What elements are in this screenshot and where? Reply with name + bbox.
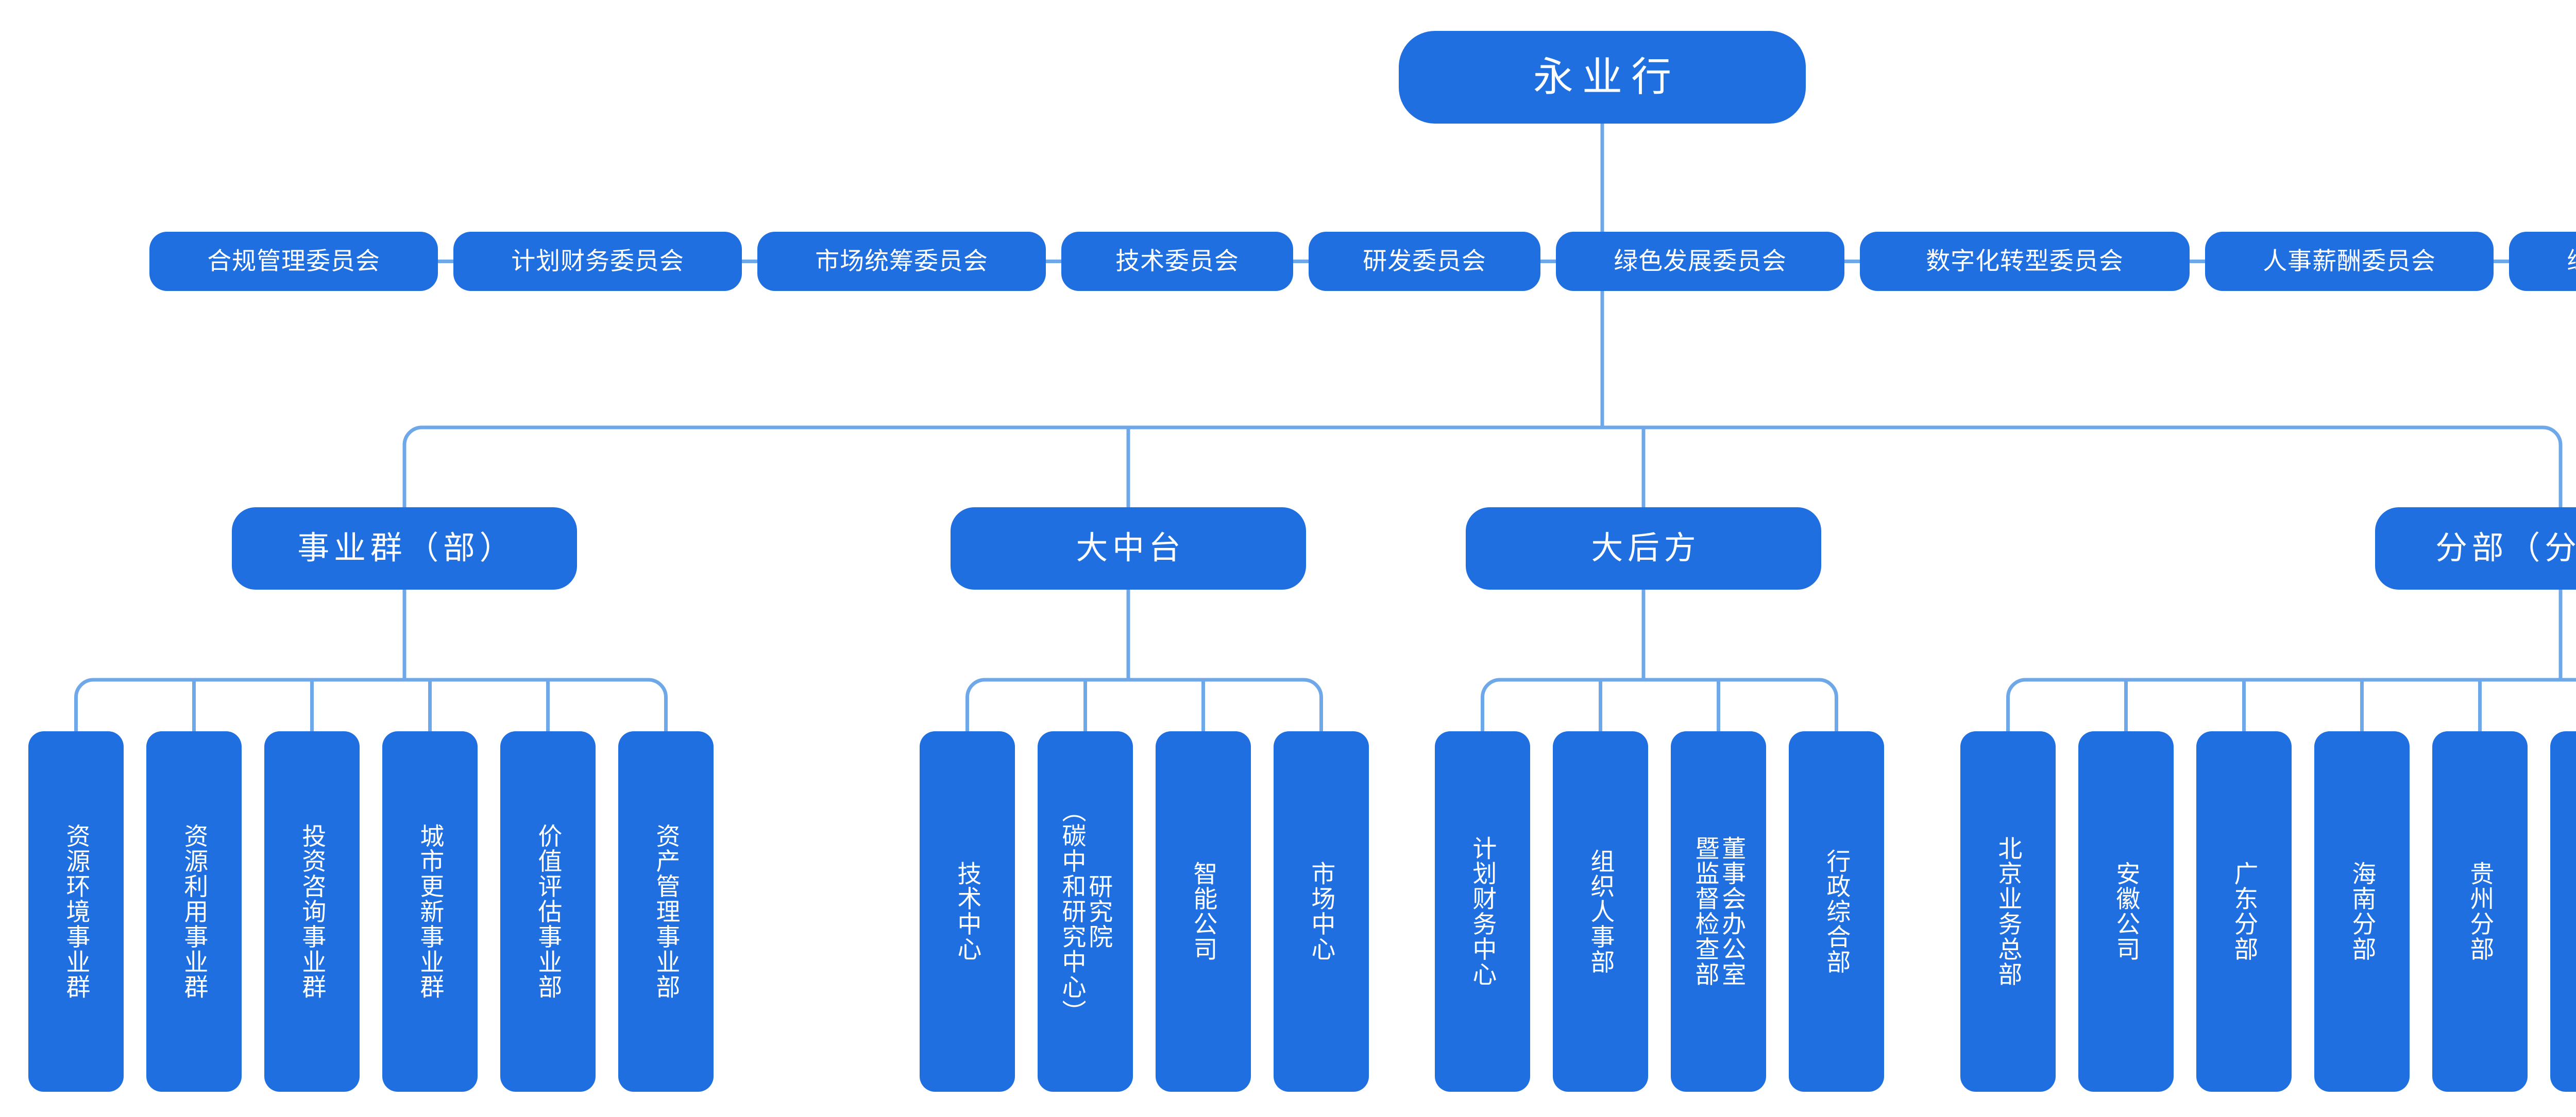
committee-node-3[interactable]: 技术委员会	[1061, 232, 1293, 291]
node-label: 永业行	[1533, 54, 1681, 100]
leaf-node-1-1[interactable]: 研究院 （碳中和研究中心）	[1038, 731, 1133, 1092]
leaf-node-3-1[interactable]: 安徽公司	[2078, 731, 2174, 1092]
division-node-1[interactable]: 大中台	[951, 507, 1306, 590]
node-label: 资产管理事业部	[652, 823, 680, 1000]
leaf-node-3-2[interactable]: 广东分部	[2196, 731, 2292, 1092]
node-label: 计划财务委员会	[511, 247, 684, 275]
node-label: 事业群（部）	[297, 530, 516, 566]
leaf-node-2-2[interactable]: 董事会办公室 暨监督检查部	[1671, 731, 1766, 1092]
node-label: 人事薪酬委员会	[2263, 247, 2436, 275]
node-label: 董事会办公室 暨监督检查部	[1691, 836, 1746, 987]
node-label: 绿色发展委员会	[1614, 247, 1787, 275]
leaf-node-3-4[interactable]: 贵州分部	[2432, 731, 2528, 1092]
node-label: 技术中心	[954, 861, 981, 962]
node-label: 市场统筹委员会	[815, 247, 988, 275]
node-label: 综合品牌委员会	[2567, 248, 2576, 275]
node-label: 贵州分部	[2466, 861, 2494, 962]
node-label: 大中台	[1076, 530, 1185, 566]
node-label: 价值评估事业部	[534, 823, 562, 1000]
node-label: 研发委员会	[1363, 247, 1486, 275]
node-label: 智能公司	[1190, 861, 1217, 962]
leaf-node-2-1[interactable]: 组织人事部	[1553, 731, 1648, 1092]
leaf-node-0-4[interactable]: 价值评估事业部	[500, 731, 596, 1092]
leaf-node-0-1[interactable]: 资源利用事业群	[146, 731, 242, 1092]
committee-node-7[interactable]: 人事薪酬委员会	[2205, 232, 2494, 291]
leaf-node-1-0[interactable]: 技术中心	[920, 731, 1015, 1092]
committee-node-1[interactable]: 计划财务委员会	[453, 232, 742, 291]
node-label: 北京业务总部	[1994, 836, 2022, 987]
node-label: 合规管理委员会	[207, 247, 380, 275]
leaf-node-0-5[interactable]: 资产管理事业部	[618, 731, 714, 1092]
leaf-node-2-0[interactable]: 计划财务中心	[1435, 731, 1530, 1092]
node-label: 分部（分公司）	[2435, 530, 2576, 566]
leaf-node-2-3[interactable]: 行政综合部	[1789, 731, 1884, 1092]
node-label: 安徽公司	[2112, 861, 2140, 962]
leaf-node-1-3[interactable]: 市场中心	[1274, 731, 1369, 1092]
node-label: 投资咨询事业群	[298, 823, 326, 1000]
node-label: 广东分部	[2230, 861, 2258, 962]
node-label: 市场中心	[1308, 861, 1335, 962]
leaf-node-1-2[interactable]: 智能公司	[1156, 731, 1251, 1092]
node-label: 海南分部	[2348, 861, 2376, 962]
node-label: 计划财务中心	[1469, 836, 1497, 987]
node-label: 技术委员会	[1115, 247, 1239, 275]
leaf-node-0-3[interactable]: 城市更新事业群	[382, 731, 478, 1092]
committee-node-6[interactable]: 数字化转型委员会	[1860, 232, 2190, 291]
node-label: 资源利用事业群	[180, 823, 208, 1000]
leaf-node-0-2[interactable]: 投资咨询事业群	[264, 731, 360, 1092]
committee-node-0[interactable]: 合规管理委员会	[149, 232, 438, 291]
root-node-yongyehang[interactable]: 永业行	[1399, 31, 1806, 124]
leaf-node-3-5[interactable]: 青海公司	[2550, 731, 2576, 1092]
leaf-node-3-3[interactable]: 海南分部	[2314, 731, 2410, 1092]
leaf-node-0-0[interactable]: 资源环境事业群	[28, 731, 124, 1092]
division-node-3[interactable]: 分部（分公司）	[2375, 507, 2576, 590]
committee-node-4[interactable]: 研发委员会	[1309, 232, 1540, 291]
committee-node-5[interactable]: 绿色发展委员会	[1556, 232, 1844, 291]
node-label: 大后方	[1591, 530, 1701, 566]
division-node-0[interactable]: 事业群（部）	[232, 507, 577, 590]
leaf-node-3-0[interactable]: 北京业务总部	[1960, 731, 2056, 1092]
node-label: 数字化转型委员会	[1926, 247, 2124, 275]
node-label: 行政综合部	[1823, 848, 1851, 975]
node-label: 研究院 （碳中和研究中心）	[1058, 798, 1113, 1025]
committee-node-8[interactable]: 综合品牌委员会	[2509, 232, 2576, 291]
node-label: 组织人事部	[1587, 848, 1615, 975]
committee-node-2[interactable]: 市场统筹委员会	[757, 232, 1046, 291]
node-label: 资源环境事业群	[62, 823, 90, 1000]
node-label: 城市更新事业群	[416, 823, 444, 1000]
division-node-2[interactable]: 大后方	[1466, 507, 1821, 590]
